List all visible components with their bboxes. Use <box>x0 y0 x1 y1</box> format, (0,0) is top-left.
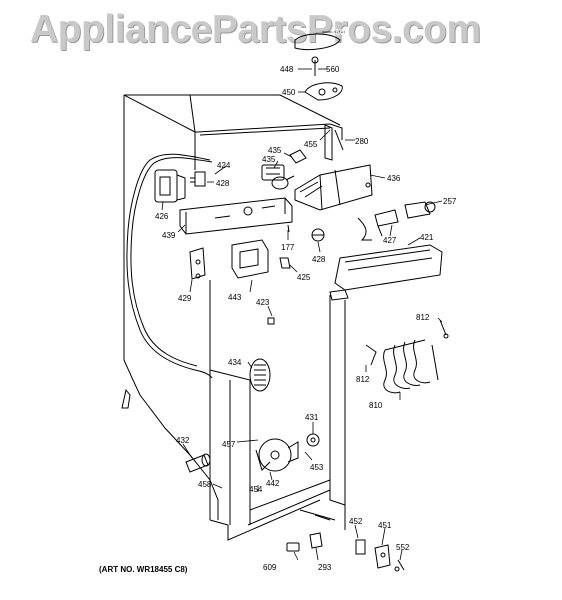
callout-450: 450 <box>282 88 296 97</box>
callout-452: 452 <box>349 517 363 526</box>
callout-435: 435 <box>262 155 276 164</box>
part-450-knob-bracket <box>304 82 343 101</box>
callout-435-top: 435 <box>268 146 282 155</box>
callout-442: 442 <box>266 479 280 488</box>
part-810-defrost-heater <box>383 339 439 394</box>
callout-439: 439 <box>162 231 176 240</box>
callout-560: 560 <box>326 65 340 74</box>
callout-429: 429 <box>178 294 192 303</box>
part-435-bulb <box>271 175 295 190</box>
callout-455: 455 <box>304 140 318 149</box>
callout-423: 423 <box>256 298 270 307</box>
part-435-lamp-socket-left <box>261 164 285 181</box>
callout-448: 448 <box>280 65 294 74</box>
callout-257: 257 <box>443 197 457 206</box>
callout-457: 457 <box>222 440 236 449</box>
part-556-cover <box>294 33 341 51</box>
callout-556: 556 <box>331 28 345 37</box>
callout-428-left: 428 <box>216 179 230 188</box>
part-436-light-housing <box>294 164 373 211</box>
part-560-screw <box>311 56 319 76</box>
callout-426: 426 <box>155 212 169 221</box>
callout-812-left: 812 <box>356 375 370 384</box>
part-452-bracket <box>355 539 366 555</box>
callout-428: 428 <box>312 255 326 264</box>
part-439-channel <box>179 197 293 235</box>
part-435-lamp-socket-top <box>289 149 307 164</box>
cabinet-outline <box>123 94 346 541</box>
part-424-connector <box>190 171 206 187</box>
part-434-vent <box>249 358 271 392</box>
callout-454: 454 <box>249 485 263 494</box>
part-257-defrost-timer <box>404 201 436 219</box>
leader-lines <box>161 31 443 561</box>
part-609-clip <box>286 542 300 552</box>
callout-458: 458 <box>198 480 212 489</box>
part-426-light-switch <box>154 169 186 203</box>
part-443-bracket <box>231 239 269 279</box>
callout-431: 431 <box>305 413 319 422</box>
part-812-drain-tube-left <box>365 344 377 366</box>
callout-177: 177 <box>281 243 295 252</box>
callout-280: 280 <box>355 137 369 146</box>
callout-425: 425 <box>297 273 311 282</box>
callout-293: 293 <box>318 563 332 572</box>
callout-552: 552 <box>396 543 410 552</box>
part-442-damper-control <box>255 438 299 472</box>
callout-810: 810 <box>369 401 383 410</box>
part-451-hinge <box>374 544 391 569</box>
art-number: (ART NO. WR18455 C8) <box>99 565 188 574</box>
callout-labels: 556 448 560 450 280 455 435 424 435 436 … <box>155 28 457 572</box>
callout-434: 434 <box>228 358 242 367</box>
callout-424: 424 <box>217 161 231 170</box>
part-421-cover <box>329 244 443 301</box>
part-423-screw <box>267 317 275 325</box>
callout-451: 451 <box>378 521 392 530</box>
callout-421: 421 <box>420 233 434 242</box>
callout-436: 436 <box>387 174 401 183</box>
part-428-thermostat-knob <box>311 228 325 242</box>
part-425-clip <box>279 257 291 269</box>
part-280-capillary <box>334 129 344 151</box>
part-427-harness <box>357 209 399 241</box>
watermark: AppliancePartsPros.com <box>30 8 481 51</box>
callout-427: 427 <box>383 236 397 245</box>
wire-harness <box>121 153 213 409</box>
callout-812-right: 812 <box>416 313 430 322</box>
part-293-cam <box>309 532 323 549</box>
part-812-drain-tube-right <box>439 319 449 339</box>
callout-432: 432 <box>176 436 190 445</box>
part-429-bracket <box>189 247 206 280</box>
part-432-bushing <box>185 453 211 473</box>
callout-609: 609 <box>263 563 277 572</box>
part-431-grommet <box>306 433 320 447</box>
part-552-screw <box>394 559 405 572</box>
part-177-screw <box>287 224 290 233</box>
part-455-thermostat-guard <box>324 124 333 161</box>
callout-443: 443 <box>228 293 242 302</box>
callout-453: 453 <box>310 463 324 472</box>
